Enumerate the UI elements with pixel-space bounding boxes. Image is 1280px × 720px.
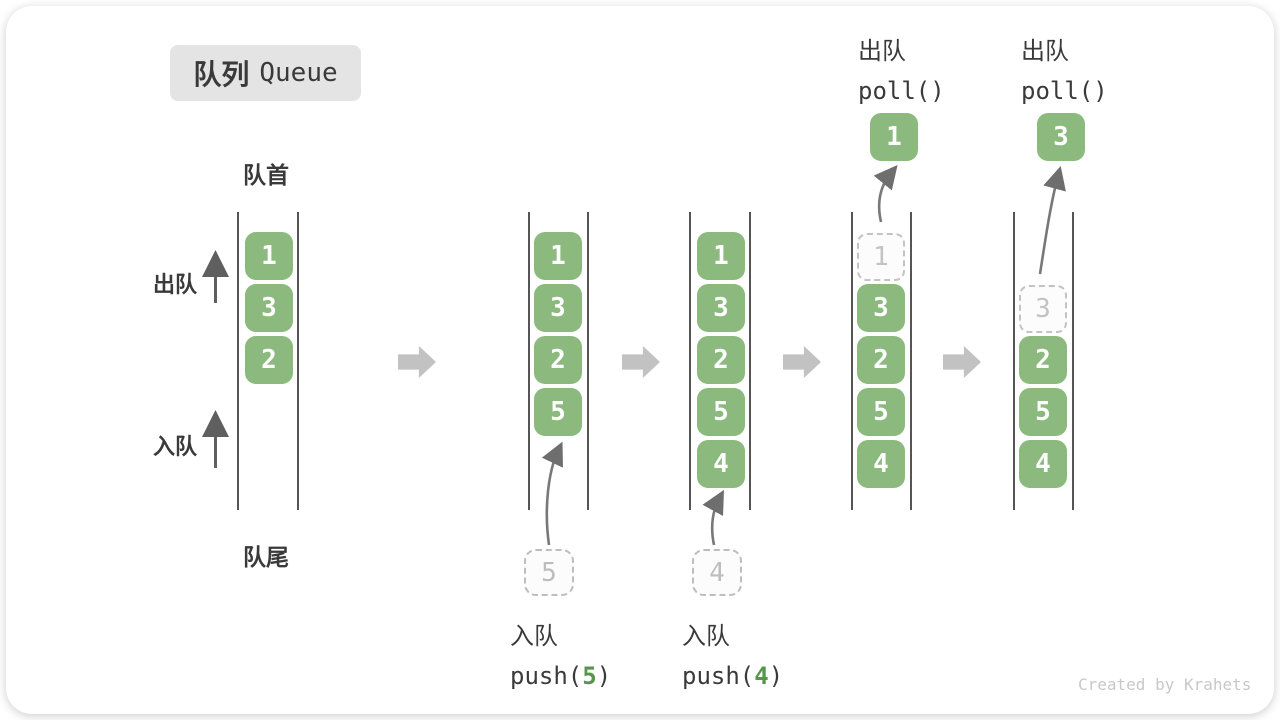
push4-arg: 4 [754, 662, 769, 690]
queue-cell: 1 [697, 232, 745, 280]
queue-cell: 2 [697, 336, 745, 384]
queue-cell: 3 [857, 284, 905, 332]
queue-cell: 5 [697, 388, 745, 436]
queue-cell: 2 [245, 336, 293, 384]
poll1-label: 出队 [858, 38, 906, 65]
queue-cell: 5 [857, 388, 905, 436]
polled-element: 3 [1037, 113, 1085, 161]
push5-arg: 5 [582, 662, 597, 690]
incoming-element: 5 [524, 549, 574, 596]
queue2-wall-left [528, 212, 530, 510]
operation-push5: 入队 push(5) [510, 616, 611, 690]
queue-cell: 2 [534, 336, 582, 384]
queue-cell: 2 [1019, 336, 1067, 384]
push5-close: ) [596, 662, 612, 690]
queue-cell: 3 [534, 284, 582, 332]
title-en: Queue [259, 58, 338, 88]
push4-code: push(4) [682, 662, 783, 690]
label-queue-front: 队首 [243, 162, 289, 188]
queue-cell: 4 [857, 440, 905, 488]
label-enqueue-side: 入队 [152, 434, 197, 459]
queue4-wall-left [851, 212, 853, 510]
queue4-wall-right [910, 212, 912, 510]
queue-cell: 3 [697, 284, 745, 332]
push4-close: ) [768, 662, 784, 690]
ghost-element: 1 [857, 233, 905, 281]
queue-cell: 4 [1019, 440, 1067, 488]
poll2-code: poll() [1021, 77, 1108, 105]
queue-cell: 1 [534, 232, 582, 280]
queue3-wall-right [749, 212, 751, 510]
push4-label: 入队 [682, 623, 730, 650]
push5-label: 入队 [510, 623, 558, 650]
poll2-label: 出队 [1021, 38, 1069, 65]
title-zh: 队列 [193, 59, 250, 90]
operation-poll2: 出队 poll() [1021, 31, 1108, 105]
queue3-wall-left [689, 212, 691, 510]
queue-cell: 3 [245, 284, 293, 332]
queue-cell: 5 [1019, 388, 1067, 436]
queue-cell: 4 [697, 440, 745, 488]
queue-cell: 1 [245, 232, 293, 280]
push5-fn: push( [510, 662, 583, 690]
ghost-element: 3 [1019, 285, 1067, 333]
poll1-code: poll() [858, 77, 945, 105]
push5-code: push(5) [510, 662, 611, 690]
push4-fn: push( [682, 662, 755, 690]
title-badge: 队列 Queue [170, 45, 361, 101]
operation-push4: 入队 push(4) [682, 616, 783, 690]
queue2-wall-right [587, 212, 589, 510]
label-dequeue-side: 出队 [152, 272, 197, 297]
queue5-wall-left [1013, 212, 1015, 510]
polled-element: 1 [870, 113, 918, 161]
watermark: Created by Krahets [1078, 675, 1252, 694]
queue-cell: 2 [857, 336, 905, 384]
queue-cell: 5 [534, 388, 582, 436]
queue1-wall-right [297, 212, 299, 510]
operation-poll1: 出队 poll() [858, 31, 945, 105]
queue1-wall-left [237, 212, 239, 510]
label-queue-rear: 队尾 [243, 544, 289, 570]
queue5-wall-right [1072, 212, 1074, 510]
incoming-element: 4 [692, 549, 742, 596]
